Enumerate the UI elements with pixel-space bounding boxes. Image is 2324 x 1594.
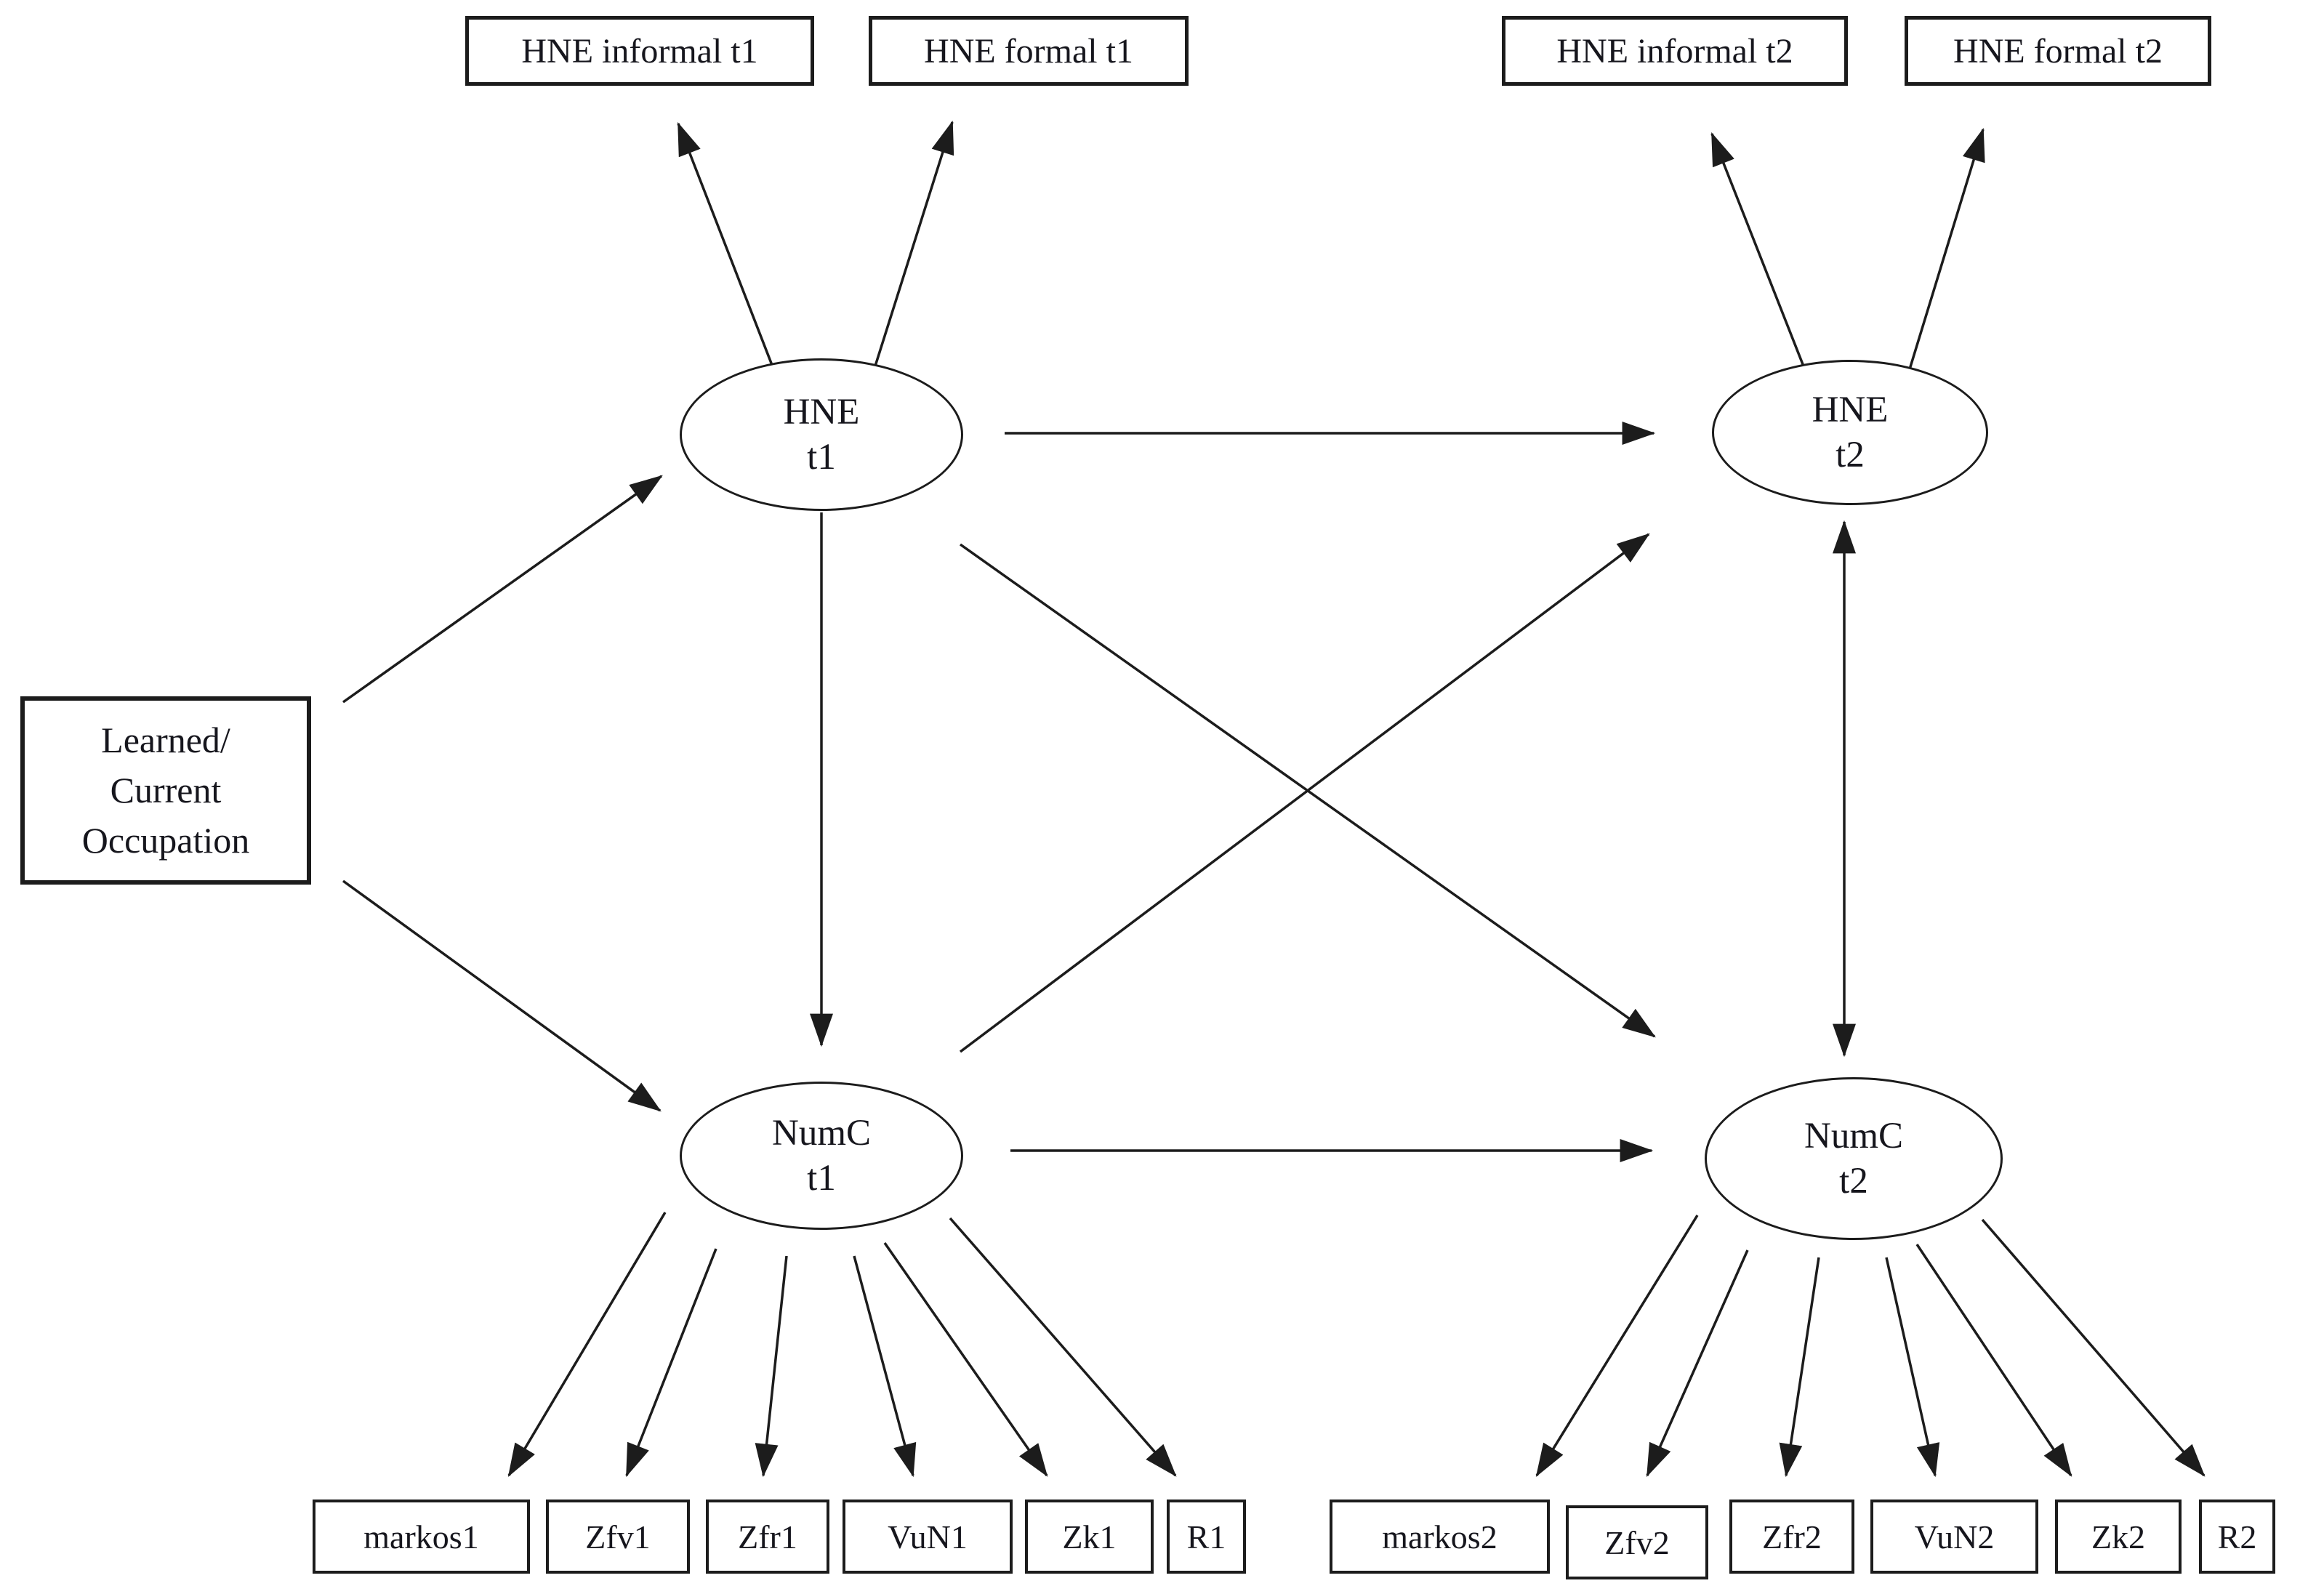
arrow-hne-t2-to-hne-formal-t2 (1905, 127, 1985, 379)
vun1-box: VuN1 (843, 1500, 1013, 1574)
r2-label: R2 (2217, 1518, 2257, 1555)
zk2-box: Zk2 (2055, 1500, 2182, 1574)
vun2-label: VuN2 (1914, 1518, 1995, 1555)
hne-t2-ellipse: HNE t2 (1712, 360, 1988, 505)
arrow-numc-t2-to-zfr2 (1779, 1257, 1820, 1478)
arrow-numc-t1-to-zfr1 (755, 1255, 788, 1478)
hne-t2-name: HNE (1812, 389, 1889, 430)
numc-t1-ellipse: NumC t1 (680, 1082, 963, 1230)
arrow-numc-t2-to-markos2 (1535, 1215, 1699, 1477)
arrow-hne-t2-to-hne-informal-t2 (1710, 132, 1809, 378)
r2-box: R2 (2199, 1500, 2275, 1574)
markos1-box: markos1 (313, 1500, 530, 1574)
vun1-label: VuN1 (888, 1518, 968, 1555)
zfr1-box: Zfr1 (706, 1500, 829, 1574)
occupation-label-line3: Occupation (81, 820, 250, 861)
zk2-label: Zk2 (2091, 1518, 2146, 1555)
hne-informal-t2-box: HNE informal t2 (1502, 16, 1848, 86)
zfv1-box: Zfv1 (546, 1500, 690, 1574)
numc-t1-name: NumC (771, 1112, 872, 1154)
arrow-numc-t2-to-vun2 (1885, 1257, 1940, 1478)
arrow-numc-t1-to-hne-t2 (959, 533, 1650, 1053)
hne-informal-t1-box: HNE informal t1 (465, 16, 814, 86)
hne-formal-t1-label: HNE formal t1 (924, 31, 1133, 71)
occupation-label-line2: Current (110, 770, 222, 810)
zfv1-label: Zfv1 (585, 1518, 651, 1555)
hne-t1-time: t1 (807, 437, 836, 478)
numc-t2-ellipse: NumC t2 (1705, 1077, 2003, 1240)
hne-informal-t1-label: HNE informal t1 (521, 31, 758, 71)
r1-label: R1 (1186, 1518, 1226, 1555)
arrow-numc-t1-to-zfv1 (625, 1248, 717, 1478)
numc-t2-name: NumC (1804, 1115, 1904, 1156)
markos1-label: markos1 (363, 1518, 479, 1555)
arrow-hne-t1-to-hne-informal-t1 (677, 121, 776, 371)
occupation-box: Learned/ Current Occupation (20, 696, 311, 885)
arrow-numc-t2-to-r2 (1981, 1218, 2206, 1477)
markos2-box: markos2 (1330, 1500, 1550, 1574)
arrow-numc-t2-to-zfv2 (1646, 1249, 1749, 1478)
numc-t1-time: t1 (807, 1158, 836, 1199)
hne-t2-time: t2 (1836, 435, 1865, 475)
hne-formal-t2-box: HNE formal t2 (1905, 16, 2211, 86)
markos2-label: markos2 (1382, 1518, 1497, 1555)
hne-formal-t2-label: HNE formal t2 (1953, 31, 2163, 71)
arrow-numc-t2-to-zk2 (1915, 1244, 2072, 1477)
arrow-occupation-to-numc-t1 (342, 879, 662, 1112)
occupation-label-line1: Learned/ (101, 720, 230, 760)
zk1-label: Zk1 (1062, 1518, 1117, 1555)
hne-informal-t2-label: HNE informal t2 (1556, 31, 1793, 71)
hne-t1-ellipse: HNE t1 (680, 358, 963, 511)
arrow-numc-t1-to-vun1 (853, 1255, 917, 1478)
zfv2-box: Zfv2 (1566, 1505, 1708, 1579)
arrow-hne-t1-to-hne-formal-t1 (872, 120, 954, 374)
arrow-numc-t1-to-markos1 (507, 1212, 667, 1477)
zfv2-label: Zfv2 (1604, 1523, 1670, 1561)
zfr2-label: Zfr2 (1762, 1518, 1822, 1555)
arrow-occupation-to-hne-t1 (342, 475, 663, 704)
r1-box: R1 (1167, 1500, 1246, 1574)
hne-t1-name: HNE (783, 391, 860, 432)
zfr2-box: Zfr2 (1729, 1500, 1854, 1574)
arrow-numc-t1-to-zk1 (883, 1241, 1048, 1477)
hne-formal-t1-box: HNE formal t1 (869, 16, 1189, 86)
zk1-box: Zk1 (1025, 1500, 1154, 1574)
numc-t2-time: t2 (1839, 1161, 1868, 1201)
vun2-box: VuN2 (1870, 1500, 2038, 1574)
arrow-numc-t1-to-r1 (949, 1217, 1177, 1477)
zfr1-label: Zfr1 (738, 1518, 797, 1555)
